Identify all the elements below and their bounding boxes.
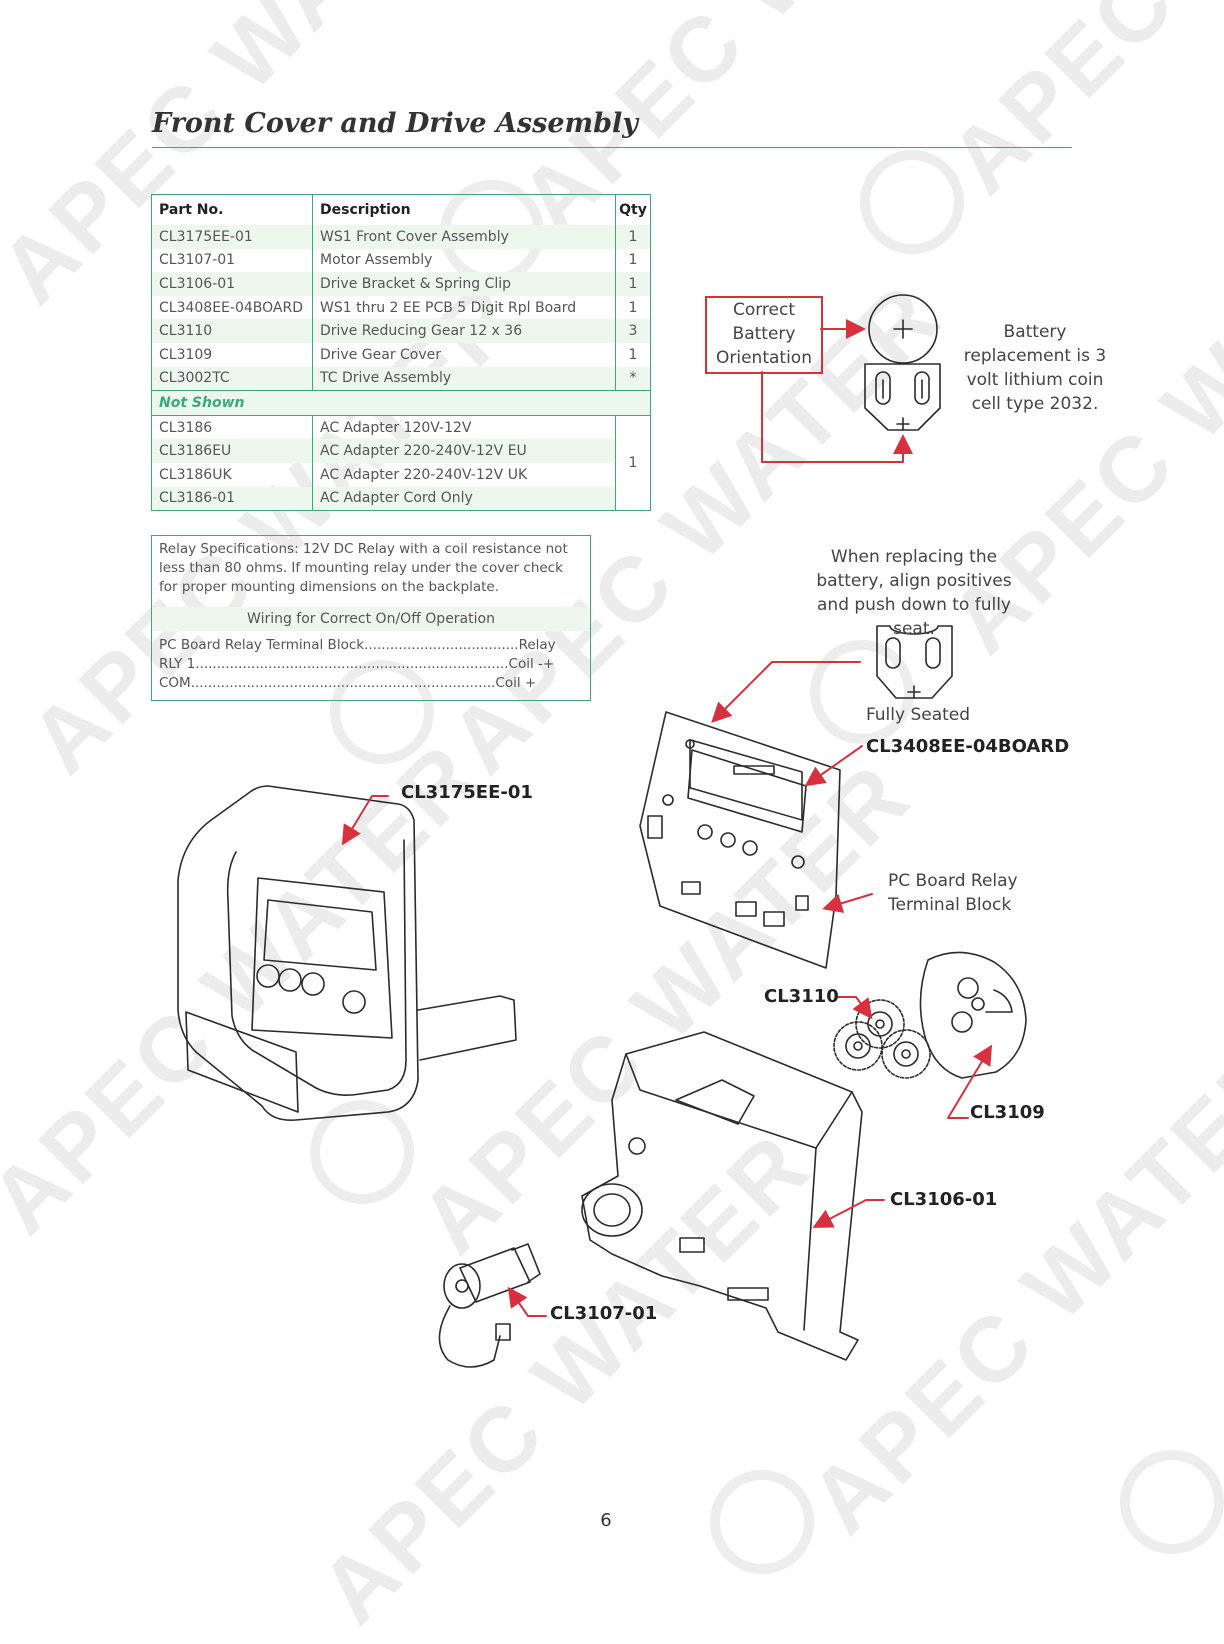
bracket-arrow	[812, 1199, 885, 1228]
callout-bracket: CL3106-01	[890, 1189, 998, 1210]
part-description: TC Drive Assembly	[312, 366, 616, 391]
board-arrow	[804, 745, 863, 787]
not-shown-label: Not Shown	[151, 390, 651, 416]
part-description: Motor Assembly	[312, 248, 616, 273]
battery-replacement-note: Battery replacement is 3 volt lithium co…	[963, 322, 1107, 414]
battery-orientation-label: Correct Battery Orientation	[705, 296, 823, 374]
battery-arrow	[761, 319, 913, 463]
callout-terminal-block: PC Board Relay Terminal Block	[888, 871, 1018, 915]
part-description: Drive Gear Cover	[312, 342, 616, 367]
watermark-seal-icon	[710, 1470, 814, 1574]
table-row: CL3186 AC Adapter 120V-12V 1	[151, 415, 651, 471]
part-description: WS1 thru 2 EE PCB 5 Digit Rpl Board	[312, 295, 616, 320]
part-description: AC Adapter 120V-12V	[312, 415, 616, 440]
table-row: CL3186-01 AC Adapter Cord Only	[151, 486, 651, 511]
part-description: AC Adapter 220-240V-12V UK	[312, 462, 616, 487]
wiring-row: PC Board Relay Terminal Block...........…	[159, 637, 556, 653]
part-qty: 1	[628, 346, 638, 363]
part-number: CL3107-01	[151, 248, 313, 273]
wiring-heading: Wiring for Correct On/Off Operation	[152, 607, 590, 631]
motor-arrow	[507, 1286, 547, 1317]
front-cover-drawing	[177, 785, 517, 1122]
table-row: CL3186EU AC Adapter 220-240V-12V EU	[151, 439, 651, 463]
page-number: 6	[600, 1510, 612, 1531]
part-description: Drive Reducing Gear 12 x 36	[312, 319, 616, 343]
table-row: CL3110 Drive Reducing Gear 12 x 36 3	[151, 319, 651, 343]
part-number: CL3186EU	[151, 439, 313, 463]
part-number: CL3186UK	[151, 462, 313, 487]
parts-table: Part No. Description Qty CL3175EE-01 WS1…	[151, 194, 651, 512]
title-divider	[152, 147, 1072, 148]
column-header-qty: Qty	[619, 202, 647, 218]
wiring-left: RLY 1	[159, 656, 196, 672]
wiring-row: RLY 1...................................…	[159, 656, 555, 672]
gear-icon	[833, 999, 931, 1079]
column-header-part-no: Part No.	[151, 194, 313, 225]
part-qty: 1	[615, 272, 651, 296]
callout-board: CL3408EE-04BOARD	[866, 736, 1070, 757]
part-number: CL3186	[151, 415, 313, 440]
not-shown-row: Not Shown	[151, 390, 651, 416]
callout-gear: CL3110	[764, 986, 839, 1007]
coin-battery-icon	[868, 294, 938, 364]
part-number: CL3002TC	[151, 366, 313, 391]
wiring-right: Coil -+	[508, 656, 555, 672]
watermark-seal-icon	[1120, 1450, 1224, 1554]
callout-gear-cover: CL3109	[970, 1102, 1045, 1123]
part-qty: *	[615, 366, 651, 391]
part-number: CL3186-01	[151, 486, 313, 511]
table-row: CL3186UK AC Adapter 220-240V-12V UK	[151, 462, 651, 487]
table-row: CL3106-01 Drive Bracket & Spring Clip 1	[151, 272, 651, 296]
part-description: AC Adapter 220-240V-12V EU	[312, 439, 616, 463]
table-row: CL3175EE-01 WS1 Front Cover Assembly 1	[151, 225, 651, 249]
part-qty: 1	[615, 225, 651, 249]
watermark-seal-icon	[310, 1100, 414, 1204]
relay-spec-text: Relay Specifications: 12V DC Relay with …	[159, 541, 568, 595]
part-description: WS1 Front Cover Assembly	[312, 225, 616, 249]
page-title: Front Cover and Drive Assembly	[152, 108, 638, 139]
part-number: CL3106-01	[151, 272, 313, 296]
battery-seated-icon	[876, 625, 953, 699]
terminal-arrow	[822, 893, 873, 913]
motor-drawing	[438, 1243, 541, 1368]
fully-seated-label: Fully Seated	[865, 705, 971, 725]
part-description: Drive Bracket & Spring Clip	[312, 272, 616, 296]
table-row: CL3408EE-04BOARD WS1 thru 2 EE PCB 5 Dig…	[151, 295, 651, 320]
part-number: CL3175EE-01	[151, 225, 313, 249]
wiring-left: PC Board Relay Terminal Block	[159, 637, 365, 653]
pc-board-drawing	[639, 711, 841, 969]
part-qty: 1	[628, 252, 638, 269]
seated-arrow	[711, 661, 861, 723]
column-header-description: Description	[312, 194, 616, 225]
part-number: CL3109	[151, 342, 313, 367]
battery-holder-icon	[864, 363, 941, 431]
watermark-seal-icon	[860, 150, 964, 254]
drive-bracket-drawing	[581, 1031, 863, 1361]
wiring-right: Coil +	[495, 675, 537, 691]
gear-arrow	[837, 996, 873, 1020]
wiring-left: COM	[159, 675, 191, 691]
table-row: CL3107-01 Motor Assembly 1	[151, 248, 651, 273]
gear-cover-drawing	[919, 951, 1027, 1079]
part-qty: 3	[615, 319, 651, 343]
table-row: CL3109 Drive Gear Cover 1	[151, 342, 651, 367]
relay-spec-box: Relay Specifications: 12V DC Relay with …	[151, 535, 591, 701]
gear-cover-arrow	[947, 1044, 993, 1119]
callout-motor: CL3107-01	[550, 1303, 658, 1324]
table-row: CL3002TC TC Drive Assembly *	[151, 366, 651, 391]
assembly-drawing	[177, 294, 1027, 1368]
battery-replace-instructions: When replacing the battery, align positi…	[816, 547, 1012, 639]
cover-arrow	[341, 795, 389, 846]
watermark-seal-icon	[330, 660, 434, 764]
wiring-right: Relay	[518, 637, 556, 653]
part-qty: 1	[628, 454, 638, 471]
part-description: AC Adapter Cord Only	[312, 486, 616, 511]
part-number: CL3110	[151, 319, 313, 343]
table-header-row: Part No. Description Qty	[151, 194, 651, 225]
callout-cover: CL3175EE-01	[401, 782, 533, 803]
part-number: CL3408EE-04BOARD	[151, 295, 313, 320]
wiring-row: COM.....................................…	[159, 675, 537, 691]
part-qty: 1	[628, 299, 638, 316]
